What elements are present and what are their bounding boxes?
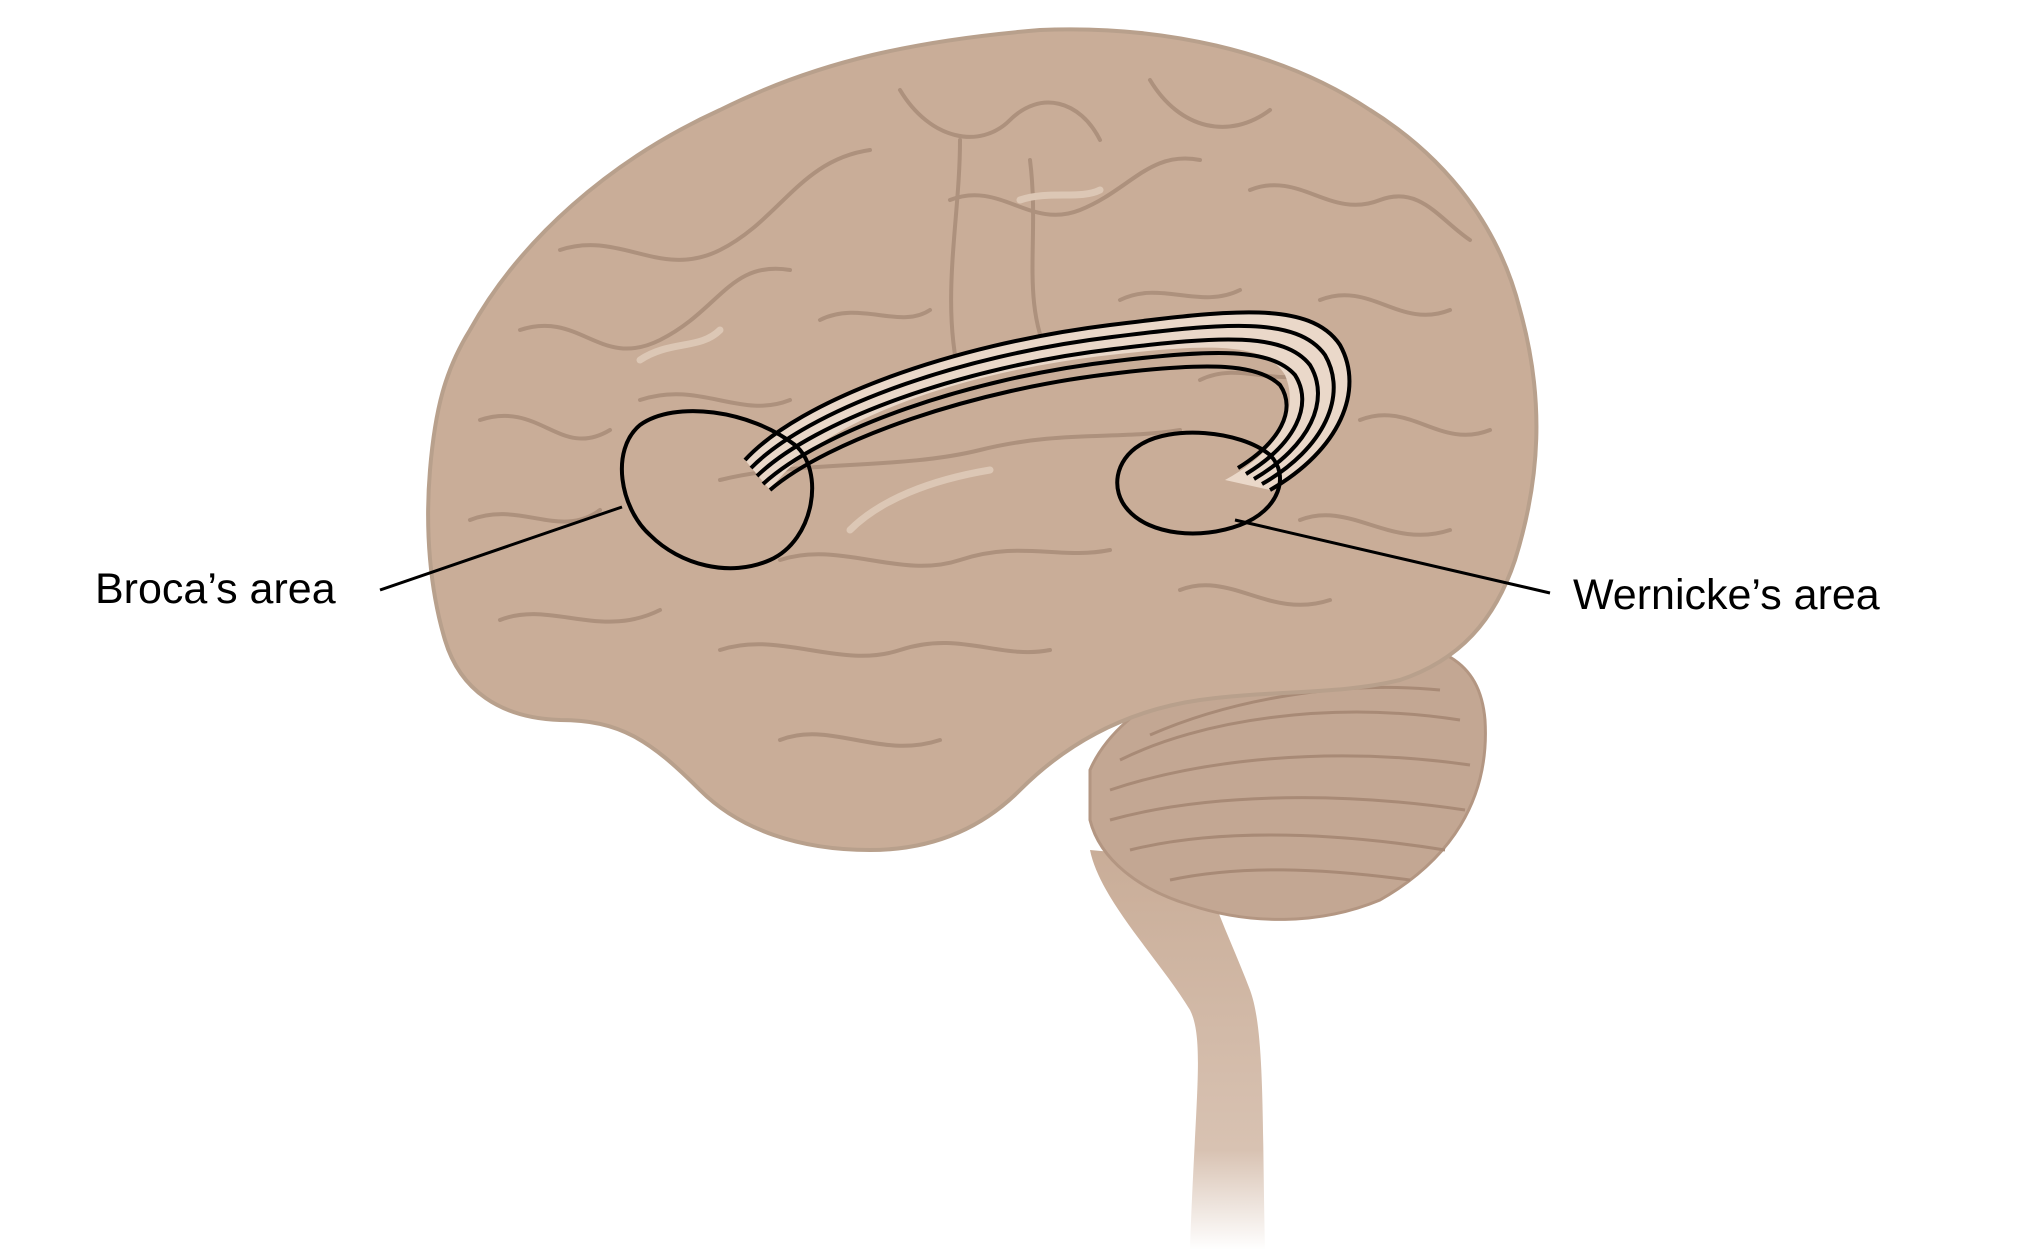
cerebellum <box>1088 638 1487 921</box>
brain-highlights <box>636 186 1104 534</box>
wernicke-area-outline <box>1115 430 1282 536</box>
broca-leader-line <box>379 505 623 592</box>
wernicke-area-label: Wernicke’s area <box>1573 571 1880 619</box>
brain-folds <box>468 78 1492 748</box>
broca-area-label: Broca’s area <box>95 565 336 613</box>
broca-area-outline <box>619 409 815 571</box>
wernicke-leader-line <box>1234 518 1551 595</box>
cerebrum <box>426 27 1539 853</box>
arcuate-fasciculus <box>743 310 1352 492</box>
brain-stem <box>1090 850 1265 1250</box>
